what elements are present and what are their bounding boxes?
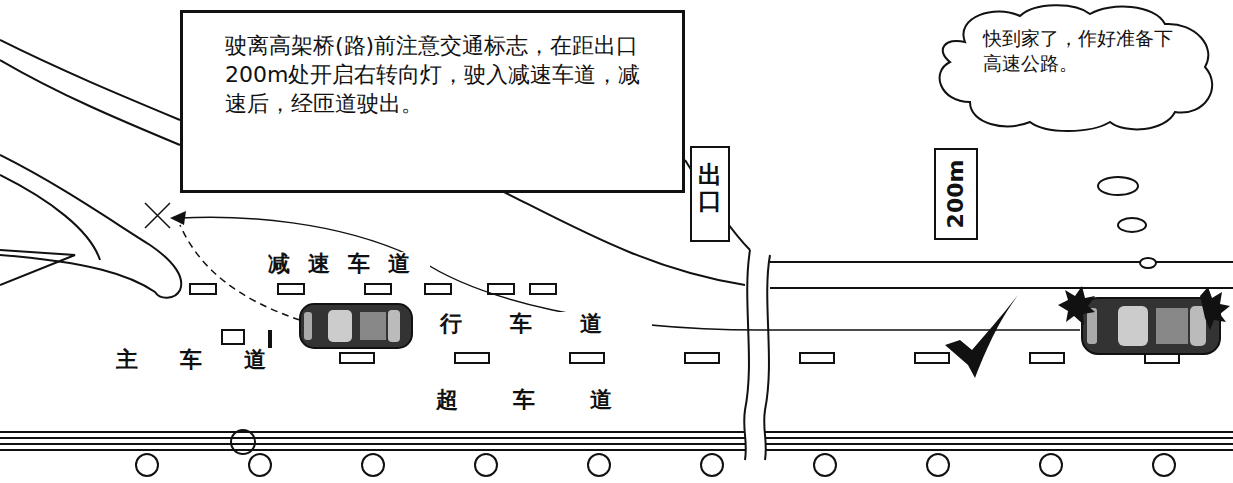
lane-dash	[800, 353, 834, 363]
lane-dash	[570, 353, 604, 363]
instruction-box: 驶离高架桥(路)前注意交通标志，在距出口200m处开启右转向灯，驶入减速车道，减…	[180, 10, 685, 193]
lane-dash	[530, 284, 556, 294]
guardrail-post	[701, 454, 723, 476]
lane-dash	[685, 353, 719, 363]
lane-dash	[340, 353, 374, 363]
lane-label: 超车道	[434, 388, 669, 412]
thought-cloud: 快到家了，作好准备下高速公路。	[925, 2, 1225, 134]
lane-label: 主车道	[114, 348, 310, 372]
guardrail-post	[475, 454, 497, 476]
lane-dash	[915, 353, 949, 363]
lane-dash	[455, 353, 489, 363]
guardrail-post	[249, 454, 271, 476]
guardrail-post	[588, 454, 610, 476]
exit-sign: 出口	[690, 146, 730, 242]
guardrail-post	[362, 454, 384, 476]
lane-dash	[488, 284, 514, 294]
guardrail-post	[1040, 454, 1062, 476]
sign-text: 200m	[945, 160, 967, 229]
guardrail-post	[814, 454, 836, 476]
lane-dash	[278, 284, 304, 294]
lane-dash	[365, 284, 391, 294]
guardrail-post	[136, 454, 158, 476]
lane-label: 减速车道	[266, 252, 430, 276]
lane-label: 行车道	[438, 312, 652, 336]
distance-sign: 200m	[934, 148, 978, 240]
sign-text: 出口	[698, 162, 722, 215]
lane-dash	[425, 284, 451, 294]
thought-text: 快到家了，作好准备下高速公路。	[983, 26, 1173, 76]
lane-dash	[1030, 353, 1064, 363]
instruction-text: 驶离高架桥(路)前注意交通标志，在距出口200m处开启右转向灯，驶入减速车道，减…	[225, 31, 646, 118]
lane-dash	[190, 284, 216, 294]
guardrail-post	[927, 454, 949, 476]
guardrail-post	[1153, 454, 1175, 476]
